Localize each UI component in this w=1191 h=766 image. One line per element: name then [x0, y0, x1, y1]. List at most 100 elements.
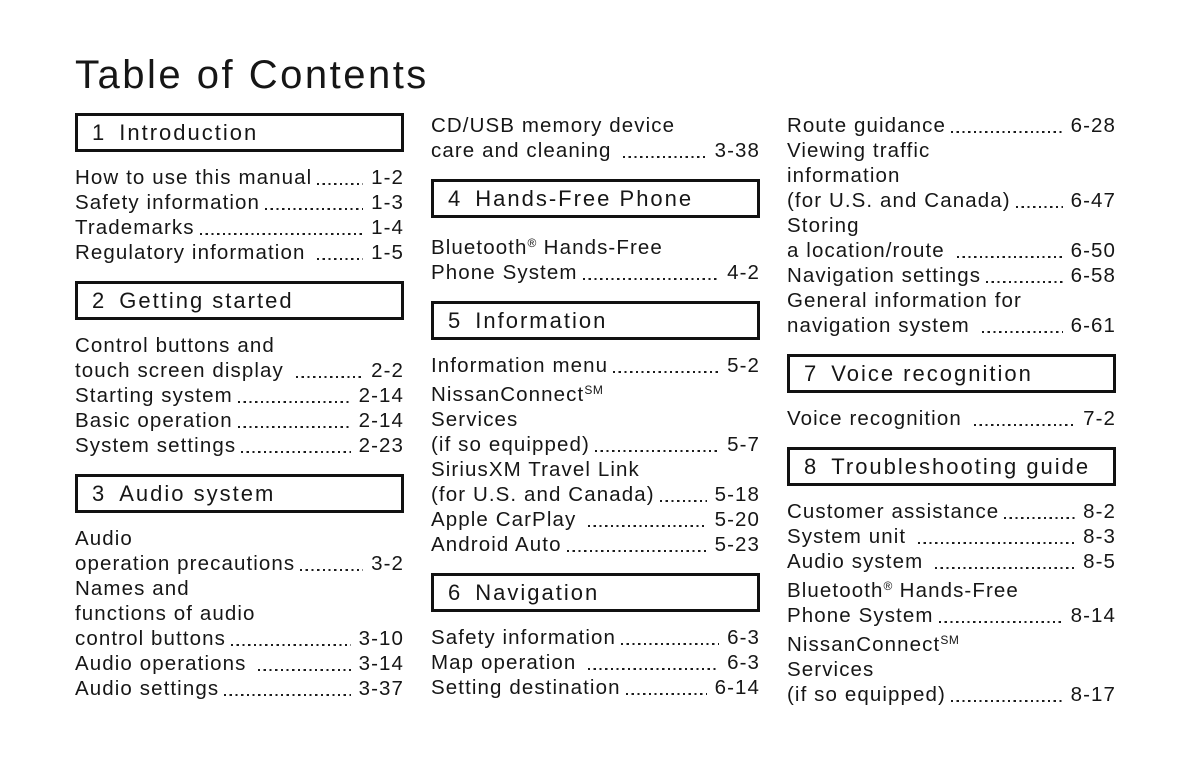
- dot-leader: [295, 375, 364, 378]
- dot-leader: [918, 541, 1076, 544]
- entry-line: Audio: [75, 527, 133, 550]
- entry-line: Services: [787, 658, 875, 681]
- dot-leader: [237, 425, 351, 428]
- entry-line: Phone System 4-2: [431, 260, 760, 285]
- page-number: 2-14: [358, 384, 404, 407]
- toc-entry: Audio system 8-5: [787, 549, 1116, 574]
- section-number: 8: [804, 453, 819, 479]
- entry-line: (for U.S. and Canada)6-47: [787, 188, 1116, 213]
- page-number: 5-2: [727, 354, 760, 377]
- dot-leader: [566, 549, 707, 552]
- dot-leader: [938, 620, 1063, 623]
- dot-leader: [588, 667, 720, 670]
- section-number: 1: [92, 119, 107, 145]
- dot-leader: [625, 692, 707, 695]
- entry-line: Names and: [75, 577, 190, 600]
- entry-text: Audio operations: [75, 652, 254, 675]
- section-title: Information: [475, 307, 608, 333]
- dot-leader: [1015, 205, 1063, 208]
- dot-leader: [981, 330, 1063, 333]
- section-title: Voice recognition: [831, 360, 1033, 386]
- entry-text: care and cleaning: [431, 139, 619, 162]
- section-header: 1 Introduction: [75, 113, 404, 152]
- section-title: Audio system: [119, 480, 276, 506]
- dot-leader: [956, 255, 1063, 258]
- entry-text: Basic operation: [75, 409, 233, 432]
- section-header: 3 Audio system: [75, 474, 404, 513]
- entry-text: (if so equipped): [787, 683, 946, 706]
- section-number: 2: [92, 287, 107, 313]
- entry-text: Phone System: [431, 261, 578, 284]
- entry-line: (if so equipped)5-7: [431, 432, 760, 457]
- section-title: Navigation: [475, 579, 600, 605]
- dot-leader: [621, 642, 720, 645]
- dot-leader: [950, 699, 1063, 702]
- page-number: 1-3: [371, 191, 404, 214]
- entry-line: Voice recognition 7-2: [787, 406, 1116, 431]
- section-title: Introduction: [119, 119, 259, 145]
- entry-text: operation precautions: [75, 552, 296, 575]
- page-number: 1-4: [371, 216, 404, 239]
- entry-text: Apple CarPlay: [431, 508, 584, 531]
- toc-entry: Regulatory information 1-5: [75, 240, 404, 265]
- page-title: Table of Contents: [75, 53, 429, 97]
- entry-text: Phone System: [787, 604, 934, 627]
- section-title: Getting started: [119, 287, 294, 313]
- page-number: 8-17: [1070, 683, 1116, 706]
- entry-line: System unit 8-3: [787, 524, 1116, 549]
- entry-text: Android Auto: [431, 533, 562, 556]
- section-number: 4: [448, 185, 463, 211]
- entry-line: (for U.S. and Canada)5-18: [431, 482, 760, 507]
- toc-entry: Apple CarPlay 5-20: [431, 507, 760, 532]
- section-title: Hands-Free Phone: [475, 185, 694, 211]
- dot-leader: [258, 668, 351, 671]
- entry-text: (for U.S. and Canada): [431, 483, 655, 506]
- dot-leader: [224, 693, 351, 696]
- entry-text: How to use this manual: [75, 166, 313, 189]
- page-number: 4-2: [727, 261, 760, 284]
- entry-line: Control buttons and: [75, 334, 275, 357]
- page-number: 5-20: [714, 508, 760, 531]
- entry-text: Map operation: [431, 651, 584, 674]
- page-number: 6-47: [1070, 189, 1116, 212]
- entry-line: NissanConnectSM: [787, 633, 960, 656]
- dot-leader: [582, 277, 720, 280]
- dot-leader: [623, 155, 707, 158]
- entry-text: touch screen display: [75, 359, 291, 382]
- section-number: 3: [92, 480, 107, 506]
- entry-line: information: [787, 164, 901, 187]
- page-number: 3-2: [371, 552, 404, 575]
- toc-entry: Trademarks 1-4: [75, 215, 404, 240]
- entry-line: Services: [431, 408, 519, 431]
- entry-line: Storing: [787, 214, 860, 237]
- page-number: 7-2: [1083, 407, 1116, 430]
- entry-text: Trademarks: [75, 216, 195, 239]
- toc-entry: SiriusXM Travel Link(for U.S. and Canada…: [431, 457, 760, 507]
